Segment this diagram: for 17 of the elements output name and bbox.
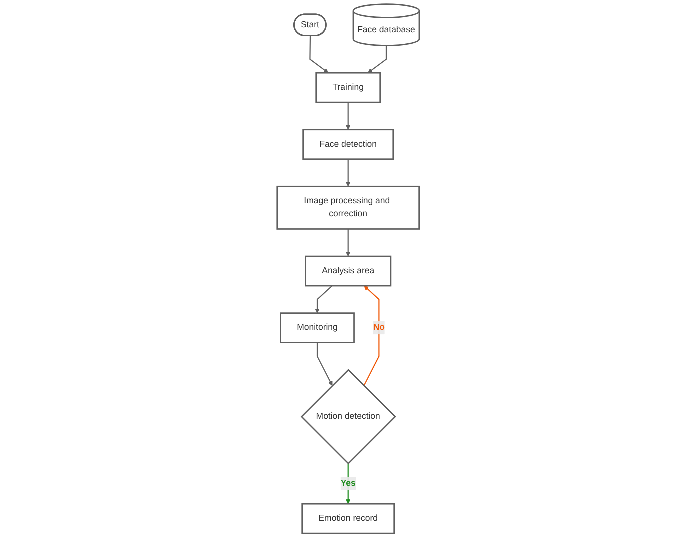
node-box: Image processing and correction [276, 186, 420, 230]
node-box: Emotion record [301, 503, 395, 534]
arrow [368, 46, 387, 74]
arrow [346, 159, 350, 187]
edge-label: No [372, 323, 385, 332]
node-box: Monitoring [280, 312, 355, 344]
node-box: Training [315, 72, 381, 104]
arrow [309, 36, 328, 74]
arrow [346, 102, 350, 130]
arrow [316, 342, 332, 386]
arrow [363, 286, 380, 386]
node-box: Face detection [302, 129, 394, 160]
node-diamond: Motion detection [300, 369, 396, 465]
node-box: Analysis area [304, 256, 392, 287]
arrow [346, 229, 350, 257]
arrow [314, 286, 332, 314]
edge-label: Yes [340, 479, 356, 488]
